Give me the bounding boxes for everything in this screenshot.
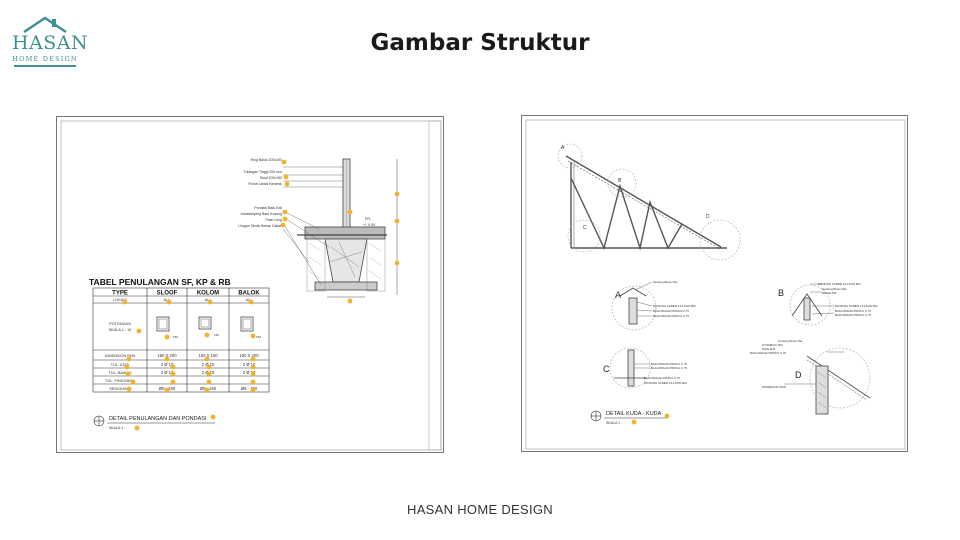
detail-d-label: BAJA RINGAN PROFIL C.75	[750, 351, 786, 355]
ffl-value: +/- 0.00	[363, 223, 375, 227]
detail-d-label: DYNABOLT M10	[762, 343, 783, 347]
detail-a-label: ROOFING SCREW 12-14X20 MM	[653, 304, 696, 308]
annotation-dots	[631, 413, 670, 425]
table-header-type: TYPE	[112, 291, 128, 297]
detail-scale: SKALA 1 :	[109, 426, 125, 430]
detail-c-drawing	[609, 347, 651, 389]
cell-dimensi-balok: 150 X 200	[239, 353, 259, 358]
detail-marker-d: D	[795, 370, 802, 380]
row-label-skala: SKALA 1 : 10	[109, 328, 132, 332]
cell-dimensi-sloof: 150 X 200	[157, 353, 177, 358]
cell-atas-balok: 2 Ø 10	[243, 362, 256, 367]
detail-title-symbol	[93, 415, 215, 427]
section-dim: 150	[256, 335, 261, 339]
detail-title-symbol	[590, 410, 666, 422]
detail-c-label: ROOFING SCREW 12-14X20 MM	[644, 381, 687, 385]
foundation-label: Pondasi Batu Kali	[254, 206, 282, 210]
detail-c-label: BAJA RINGAN PROFIL C.75	[644, 376, 680, 380]
cell-lokasi-sloof: ALL	[164, 298, 171, 302]
cell-lokasi-balok: ALL	[246, 298, 253, 302]
annotation-dots	[122, 159, 400, 431]
foundation-drawing-sheet: Ring Balok 200x150 Tulangan Tinggi 200 m…	[56, 116, 444, 453]
row-label-dimensi: DIMENSION BHN	[105, 354, 136, 358]
detail-b-label: Genteng Beton Flat	[822, 287, 846, 291]
foundation-label: Finish Lantai Keramik	[248, 182, 282, 186]
row-label-sengkang: SENGKANG	[109, 387, 131, 391]
detail-title: DETAIL KUDA - KUDA	[606, 411, 662, 417]
logo-name: HASAN	[12, 32, 89, 54]
foundation-label: Urugan Tanah Bekas Galian	[238, 224, 282, 228]
row-label-bawah: TUL. BAWAH	[109, 371, 132, 375]
detail-title: DETAIL PENULANGAN DAN PONDASI	[109, 416, 207, 422]
cell-dimensi-kolom: 150 X 150	[198, 353, 218, 358]
detail-b-label: ROOFING SCREW 12-14X20 MM	[818, 282, 861, 286]
foundation-label: Pasir Urug	[265, 218, 282, 222]
brand-logo: HASAN HOME DESIGN	[12, 16, 89, 68]
detail-c-label: BAJA RINGAN PROFIL C.75	[651, 362, 687, 366]
section-dim: 150	[214, 333, 219, 337]
reinforcement-table	[92, 287, 270, 393]
detail-b-label: ROOFING SCREW 12-14X20 MM	[835, 304, 878, 308]
cell-atas-kolom: 2 Ø 10	[202, 362, 215, 367]
detail-b-label: RIDGE A/B	[822, 291, 836, 295]
table-header-sloof: SLOOF	[157, 291, 178, 297]
foundation-label: Aanstamping Batu Kosong	[241, 212, 282, 216]
detail-c-label: BAJA RINGAN PROFIL C.75	[651, 366, 687, 370]
table-header-kolom: KOLOM	[197, 291, 219, 297]
cell-atas-sloof: 2 Ø 10	[161, 362, 174, 367]
foundation-label: Sloof 200x150	[260, 176, 282, 180]
detail-d-label: RINGBALOK 15/20	[762, 385, 787, 389]
cell-bawah-balok: 2 Ø 10	[243, 370, 256, 375]
foundation-section-drawing	[282, 158, 398, 298]
foundation-label: Tulangan Tinggi 200 mm	[244, 170, 282, 174]
cell-sengkang-balok: Ø8 - 150	[241, 386, 258, 391]
truss-marker: A	[561, 145, 565, 151]
table-title: TABEL PENULANGAN SF, KP & RB	[89, 277, 231, 287]
row-label-atas: TUL. ATAS	[111, 363, 130, 367]
truss-drawing-sheet: A B C D A Genteng Beton Flat ROOFING SCR…	[521, 115, 908, 452]
logo-subtitle: HOME DESIGN	[12, 55, 78, 63]
footer-brand: HASAN HOME DESIGN	[407, 502, 553, 517]
table-header-balok: BALOK	[238, 291, 260, 297]
truss-marker: C	[583, 225, 587, 231]
row-label-pinggang: TUL. PINGGANG	[105, 379, 135, 383]
cell-bawah-sloof: 2 Ø 10	[161, 370, 174, 375]
house-roof-icon	[23, 16, 67, 34]
truss-marker: D	[706, 214, 710, 220]
detail-a-label: BAJA RINGAN PROFIL C.75	[653, 314, 689, 318]
page-title: Gambar Struktur	[370, 30, 590, 56]
cell-lokasi-kolom: ALL	[205, 298, 212, 302]
detail-b-drawing	[789, 283, 835, 326]
section-details	[156, 316, 254, 332]
truss-detail-circles	[557, 143, 741, 261]
detail-a-drawing	[611, 281, 657, 331]
logo-underline	[14, 65, 76, 67]
detail-b-label: BAJA RINGAN PROFIL C.75	[835, 313, 871, 317]
row-label-lokasi: LOKASI	[113, 298, 127, 302]
foundation-label: Ring Balok 200x150	[251, 158, 282, 162]
detail-d-label: Genteng Beton Flat	[778, 339, 802, 343]
detail-marker-c: C	[603, 364, 610, 374]
row-label-potongan: POTONGAN	[109, 322, 131, 326]
section-dim: 150	[173, 335, 178, 339]
ffl-label: FFL	[365, 217, 371, 221]
truss-marker: B	[618, 178, 622, 184]
detail-marker-b: B	[778, 288, 784, 298]
detail-marker-a: A	[615, 290, 621, 300]
roof-truss-drawing	[565, 155, 727, 251]
detail-d-drawing	[784, 347, 871, 415]
detail-d-label: RING ALB	[762, 347, 775, 351]
detail-scale: SKALA 1 :	[606, 421, 622, 425]
detail-a-label: BAJA RINGAN PROFIL C.75	[653, 309, 689, 313]
detail-b-label: BAJA RINGAN PROFIL C.75	[835, 309, 871, 313]
detail-a-label: Genteng Beton Flat	[653, 280, 677, 284]
